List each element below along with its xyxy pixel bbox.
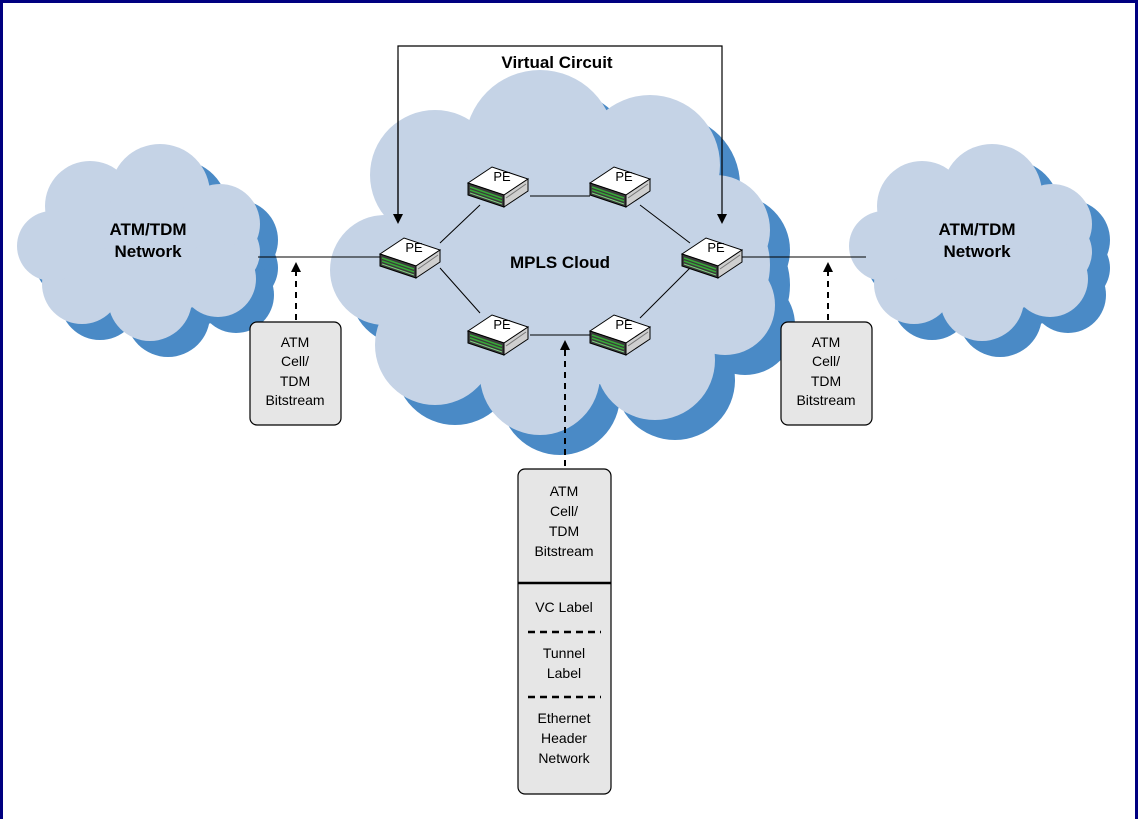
left-network-label-line1: ATM/TDM bbox=[109, 220, 186, 239]
pe-router-bottom-right[interactable]: PE bbox=[589, 314, 651, 356]
pe-router-label: PE bbox=[405, 240, 423, 255]
encapsulation-stack: ATM Cell/ TDM Bitstream VC Label Tunnel … bbox=[517, 468, 612, 795]
stack-payload-line: Bitstream bbox=[534, 543, 593, 559]
stack-ethernet-line: Ethernet bbox=[538, 710, 591, 726]
virtual-circuit-title: Virtual Circuit bbox=[501, 53, 612, 72]
right-packet-box: ATM Cell/ TDM Bitstream bbox=[780, 321, 873, 426]
link-pe-left-top bbox=[439, 204, 481, 244]
pe-router-top-right[interactable]: PE bbox=[589, 166, 651, 208]
stack-ethernet-line: Network bbox=[538, 750, 590, 766]
right-network-cloud bbox=[849, 144, 1110, 357]
right-network-label-line2: Network bbox=[943, 242, 1011, 261]
pe-router-label: PE bbox=[707, 240, 725, 255]
link-pe-bottom-right bbox=[639, 267, 691, 319]
pe-router-label: PE bbox=[615, 169, 633, 184]
left-box-line: Bitstream bbox=[265, 392, 324, 408]
pe-router-label: PE bbox=[493, 317, 511, 332]
link-pe-left-bottom bbox=[439, 267, 481, 314]
pe-router-top-left[interactable]: PE bbox=[467, 166, 529, 208]
right-box-line: ATM bbox=[812, 334, 841, 350]
stack-ethernet-line: Header bbox=[541, 730, 587, 746]
link-pe-top-right bbox=[639, 204, 691, 244]
left-network-label-line2: Network bbox=[114, 242, 182, 261]
left-box-line: ATM bbox=[281, 334, 310, 350]
stack-vc-label: VC Label bbox=[535, 599, 593, 615]
left-box-line: TDM bbox=[280, 373, 310, 389]
stack-payload-line: TDM bbox=[549, 523, 579, 539]
left-network-cloud bbox=[17, 144, 278, 357]
stack-tunnel-label-line: Tunnel bbox=[543, 645, 585, 661]
right-box-line: Bitstream bbox=[796, 392, 855, 408]
right-box-line: Cell/ bbox=[812, 353, 840, 369]
left-packet-box: ATM Cell/ TDM Bitstream bbox=[249, 321, 342, 426]
pe-router-left[interactable]: PE bbox=[379, 237, 441, 279]
virtual-circuit-path bbox=[393, 45, 727, 224]
stack-payload-line: ATM bbox=[550, 483, 579, 499]
mpls-cloud-label: MPLS Cloud bbox=[510, 253, 610, 272]
pe-router-bottom-left[interactable]: PE bbox=[467, 314, 529, 356]
left-box-line: Cell/ bbox=[281, 353, 309, 369]
stack-tunnel-label-line: Label bbox=[547, 665, 581, 681]
stack-payload-line: Cell/ bbox=[550, 503, 578, 519]
pe-router-label: PE bbox=[493, 169, 511, 184]
pe-router-right[interactable]: PE bbox=[681, 237, 743, 279]
network-links bbox=[258, 195, 866, 336]
right-network-label-line1: ATM/TDM bbox=[938, 220, 1015, 239]
pe-router-label: PE bbox=[615, 317, 633, 332]
dashed-arrows bbox=[291, 262, 833, 466]
right-box-line: TDM bbox=[811, 373, 841, 389]
